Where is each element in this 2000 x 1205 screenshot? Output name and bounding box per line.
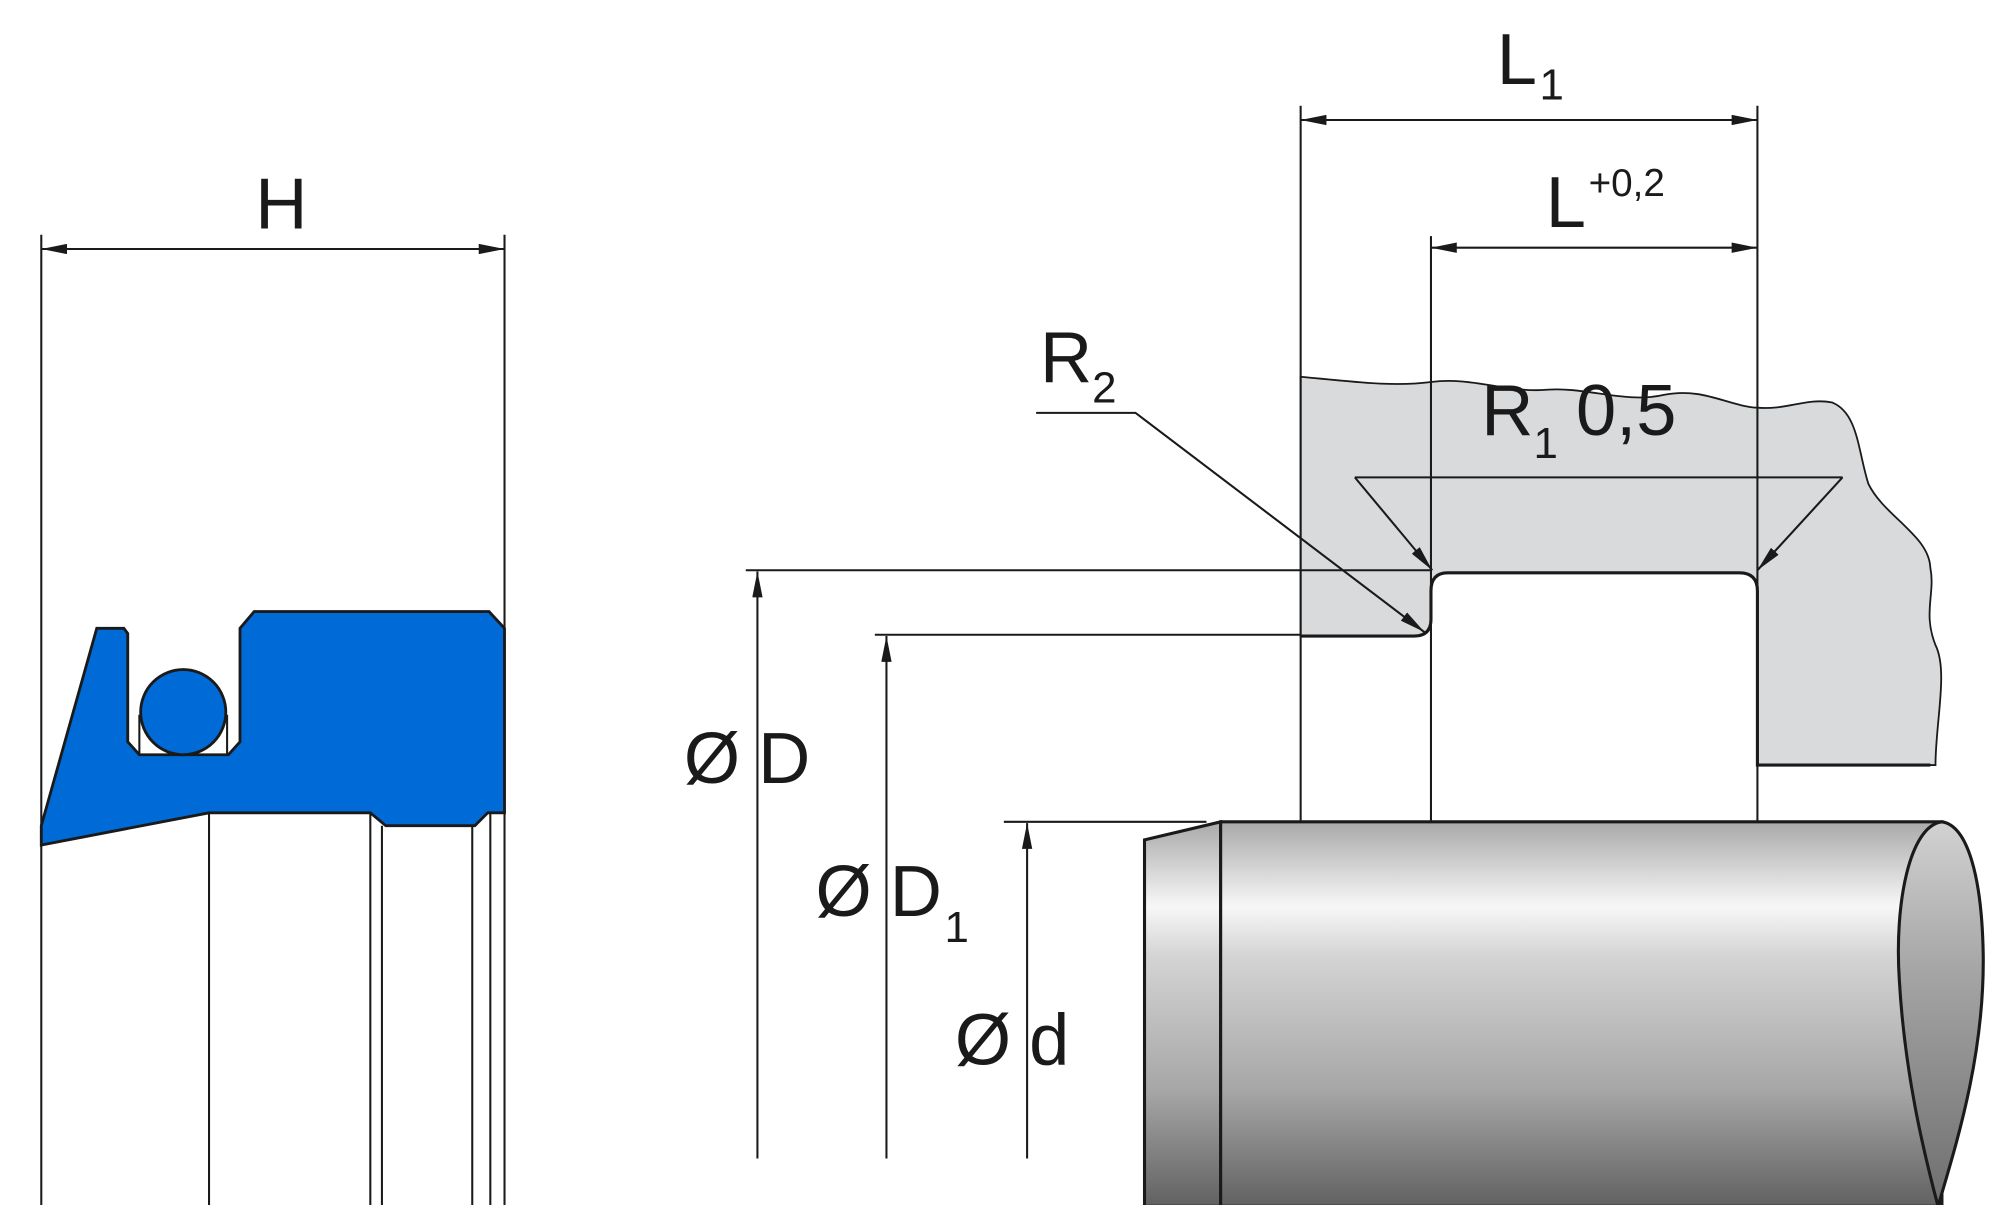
r1-leader-right bbox=[1756, 476, 1844, 571]
r1-leader-left bbox=[1354, 476, 1434, 571]
rod-body bbox=[1219, 820, 1944, 1205]
piston-rod bbox=[1142, 819, 1985, 1205]
seal-profile-view: H bbox=[39, 164, 506, 1205]
o-ring bbox=[139, 668, 228, 757]
rod-chamfer bbox=[1142, 819, 1223, 1205]
seal-body bbox=[39, 610, 506, 847]
l1-dimension-label: L1 bbox=[1497, 20, 1564, 109]
h-dimension-label: H bbox=[255, 164, 307, 244]
groove-outline bbox=[1300, 571, 1931, 767]
rod-end-face bbox=[1896, 820, 1985, 1205]
r2-leader bbox=[1036, 411, 1426, 633]
r2-label: R2 bbox=[1040, 318, 1117, 413]
l-dimension-label: L+0,2 bbox=[1546, 162, 1665, 243]
